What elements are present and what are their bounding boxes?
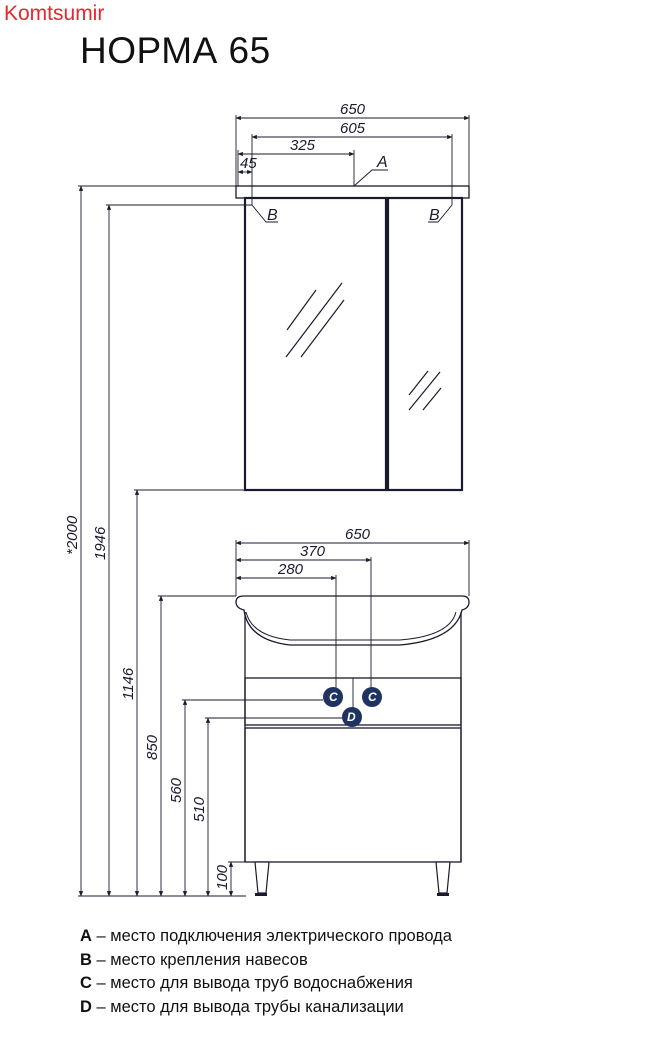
mirror-top-shelf <box>235 185 470 199</box>
dim-c-left-offset: 280 <box>277 561 304 578</box>
mirror-cabinet <box>235 185 470 492</box>
dim-height-1946: 1946 <box>92 526 109 560</box>
dim-height-100: 100 <box>214 864 231 890</box>
height-dimensions <box>78 185 342 897</box>
dim-b-offset: 45 <box>240 155 257 172</box>
dim-a-offset: 325 <box>290 137 316 154</box>
mirror-glare-right <box>408 370 442 411</box>
vanity-door <box>244 727 462 863</box>
legend: A – место подключения электрического про… <box>80 925 452 1019</box>
dim-c-right-offset: 370 <box>300 543 326 560</box>
svg-text:C: C <box>368 690 377 704</box>
marker-a: A <box>376 154 388 171</box>
mirror-glare-left <box>285 282 345 358</box>
marker-b-left: B <box>267 207 278 224</box>
marker-b-right: B <box>429 207 440 224</box>
vanity-leg-right <box>435 861 451 894</box>
dim-mirror-width-total: 650 <box>340 101 366 118</box>
dim-height-560: 560 <box>168 777 185 803</box>
legend-row-d: D – место для вывода трубы канализации <box>80 997 404 1016</box>
mirror-left-door <box>243 196 388 492</box>
dim-height-850: 850 <box>144 734 161 760</box>
sink-basin <box>235 595 470 646</box>
mirror-dimensions <box>235 115 470 223</box>
legend-row-c: C – место для вывода труб водоснабжения <box>80 974 413 992</box>
vanity-unit <box>235 595 470 896</box>
legend-row-a: A – место подключения электрического про… <box>80 927 452 945</box>
marker-c-right: C <box>362 687 382 707</box>
marker-c-left: C <box>323 687 343 707</box>
dim-height-1146: 1146 <box>120 667 137 700</box>
dim-height-510: 510 <box>191 796 208 822</box>
legend-row-b: B – место крепления навесов <box>80 950 308 969</box>
sink-rim <box>245 611 457 641</box>
mirror-right-door <box>386 196 464 492</box>
svg-text:C: C <box>329 690 338 704</box>
page-title: НОРМА 65 <box>80 30 271 71</box>
svg-text:D: D <box>347 710 356 724</box>
dim-vanity-width: 650 <box>345 526 371 543</box>
dim-mirror-width-inner: 605 <box>340 120 366 137</box>
dim-height-2000: *2000 <box>64 515 81 555</box>
vanity-dimensions <box>235 540 470 712</box>
vanity-leg-left <box>254 861 270 894</box>
brand-label: Komtsumir <box>4 2 105 25</box>
marker-d: D <box>342 707 362 727</box>
